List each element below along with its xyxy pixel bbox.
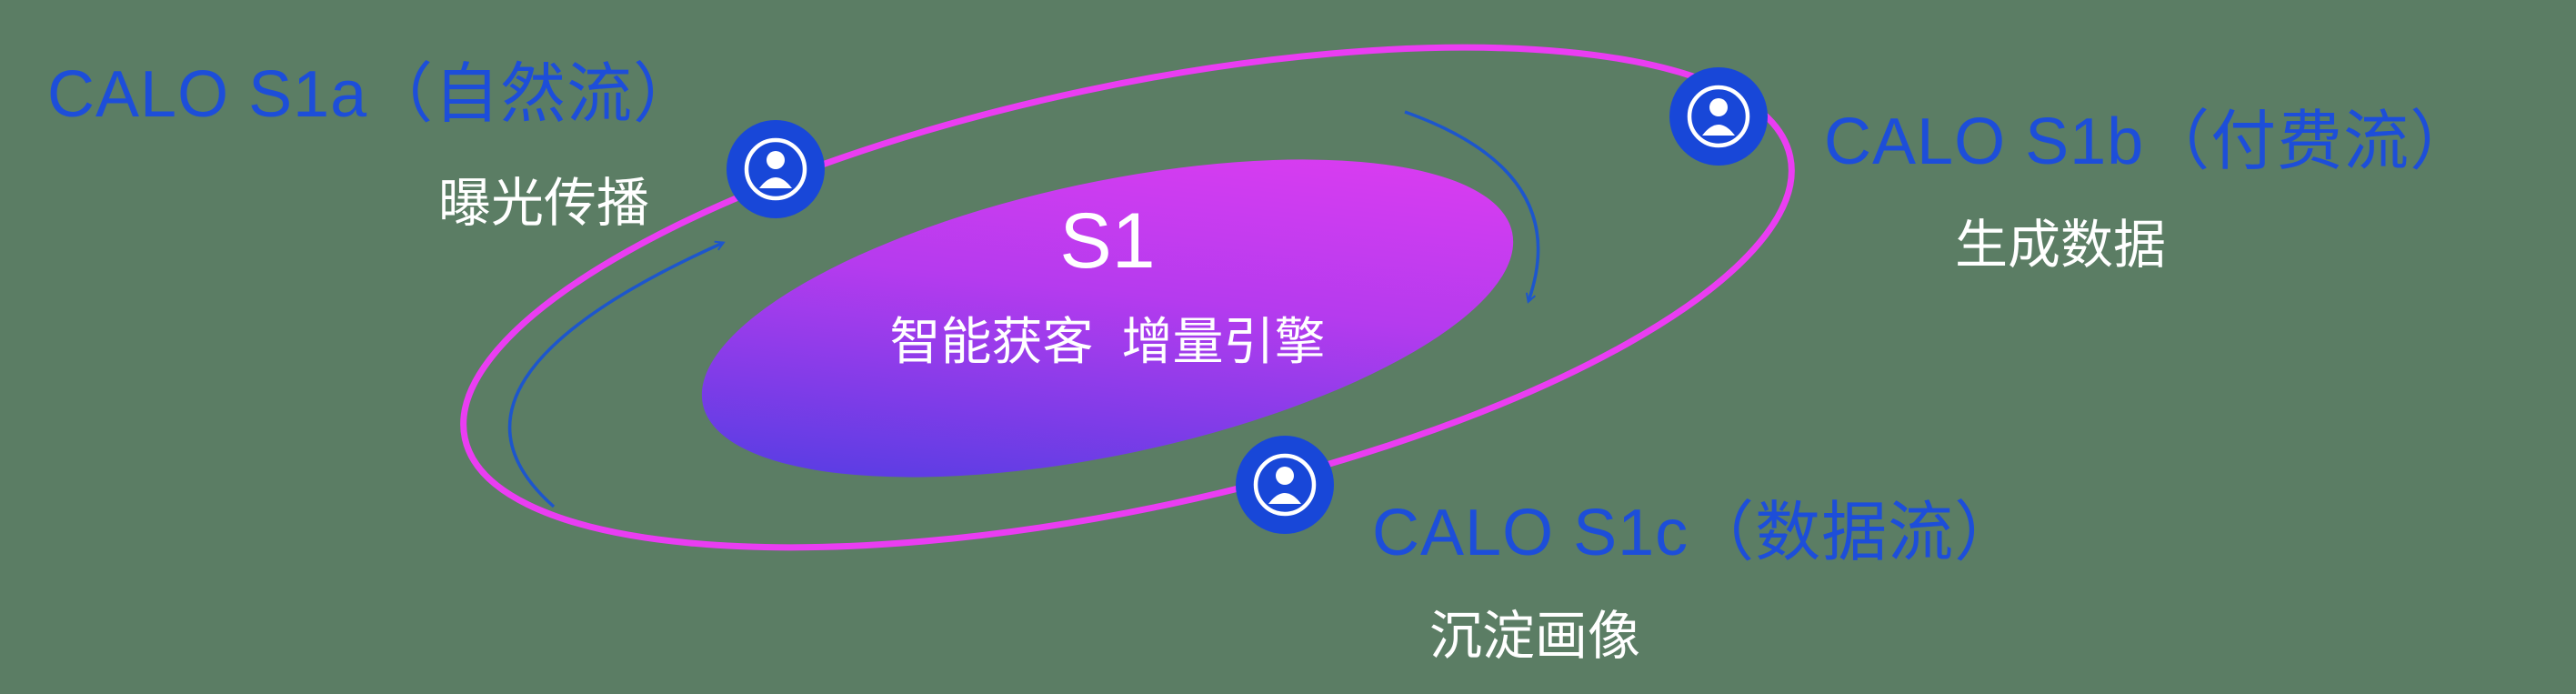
user-icon	[1253, 453, 1317, 517]
node-s1b	[1669, 67, 1768, 166]
node-label-s1c: 沉淀画像	[1429, 607, 1641, 666]
node-title-s1c: CALO S1c（数据流）	[1372, 497, 2021, 569]
node-s1a	[727, 120, 825, 218]
flow-arrow-left	[507, 243, 723, 508]
center-title: S1	[1059, 197, 1156, 285]
node-title-s1a: CALO S1a（自然流）	[47, 58, 700, 131]
node-label-s1b: 生成数据	[1955, 216, 2167, 275]
node-title-s1b: CALO S1b（付费流）	[1824, 106, 2477, 178]
node-label-s1a: 曝光传播	[438, 174, 650, 233]
orbit-ring	[460, 44, 1795, 551]
user-icon	[1687, 85, 1750, 148]
center-label-group: S1 智能获客 增量引擎	[889, 198, 1325, 375]
center-subtitle: 智能获客 增量引擎	[889, 312, 1326, 370]
center-ellipse	[701, 159, 1514, 478]
user-icon	[744, 137, 807, 201]
node-s1c	[1236, 436, 1334, 534]
flow-arrow-right	[1404, 110, 1540, 301]
